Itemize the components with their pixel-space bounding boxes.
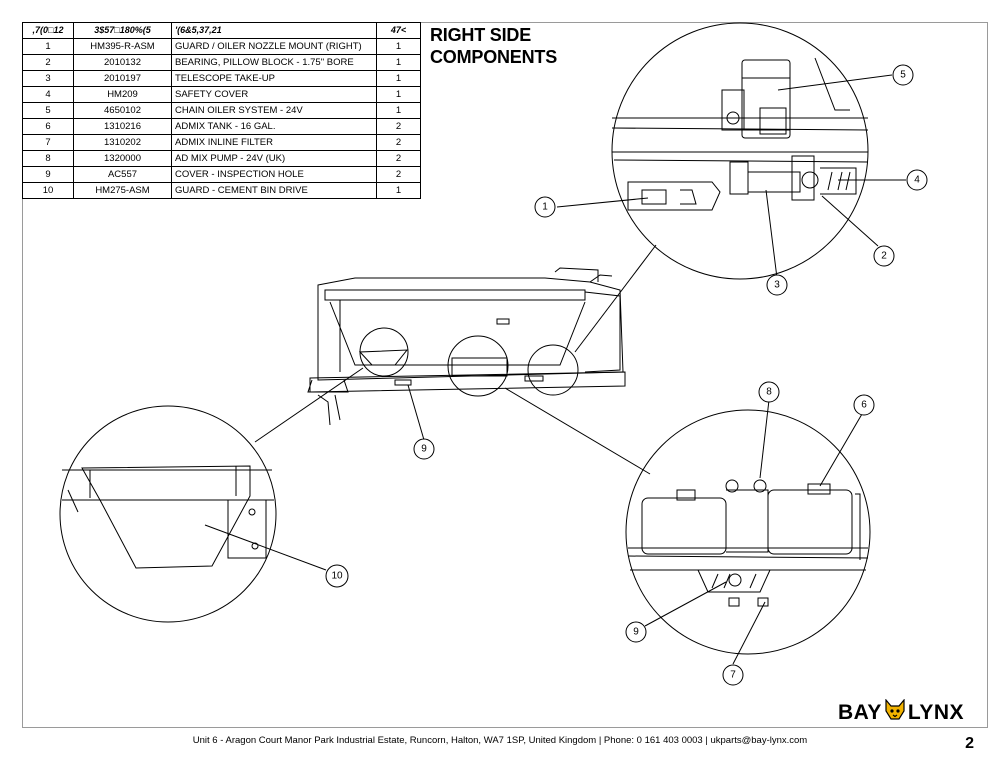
balloon-leader [204, 524, 327, 571]
balloon-4: 4 [906, 169, 928, 191]
balloon-label: 8 [766, 387, 772, 398]
balloon-label: 2 [881, 251, 887, 262]
balloon-3: 3 [766, 274, 788, 296]
balloon-leader [732, 601, 766, 665]
lynx-head-icon [883, 698, 907, 727]
balloon-leader [765, 189, 778, 279]
balloon-leader [821, 195, 879, 247]
balloon-8: 8 [758, 381, 780, 403]
balloon-label: 5 [900, 70, 906, 81]
detail-leader-line [254, 367, 364, 443]
balloon-label: 10 [331, 571, 343, 582]
detail-marker-circle-admix [447, 335, 509, 397]
balloon-7: 7 [722, 664, 744, 686]
detail-view-oiler [611, 22, 869, 280]
balloon-10: 10 [325, 564, 349, 588]
drawing-border [22, 22, 988, 728]
balloon-2: 2 [873, 245, 895, 267]
detail-leader-line [574, 244, 657, 353]
balloon-1: 1 [534, 196, 556, 218]
balloon-label: 6 [861, 400, 867, 411]
balloon-label: 1 [542, 202, 548, 213]
cell-item: 10 [22, 182, 74, 199]
balloon-label: 9 [421, 444, 427, 455]
page-number: 2 [965, 735, 974, 752]
balloon-label: 7 [730, 670, 736, 681]
logo-text-right: LYNX [907, 701, 965, 724]
table-header-row: ,7(0□12 3$57□180%(5 '(6&5,37,21 47< [22, 22, 421, 39]
detail-marker-circle-oiler [527, 344, 579, 396]
logo-text-left: BAY [838, 701, 882, 724]
detail-view-admix-tanks [625, 409, 871, 655]
balloon-9-overview: 9 [413, 438, 435, 460]
balloon-9-admix: 9 [625, 621, 647, 643]
balloon-leader [759, 399, 770, 479]
balloon-5: 5 [892, 64, 914, 86]
page-title: RIGHT SIDE COMPONENTS [430, 24, 557, 68]
detail-view-cement-bin-guard [59, 405, 277, 623]
balloon-leader [819, 413, 863, 487]
balloon-leader [644, 581, 727, 627]
detail-marker-circle-cement-guard [359, 327, 409, 377]
balloon-leader [407, 384, 425, 441]
balloon-label: 4 [914, 175, 920, 186]
title-line-1: RIGHT SIDE [430, 25, 532, 45]
company-logo: BAY LYNX [838, 698, 965, 727]
balloon-label: 3 [774, 280, 780, 291]
footer-address: Unit 6 - Aragon Court Manor Park Industr… [192, 735, 808, 746]
balloon-label: 9 [633, 627, 639, 638]
balloon-leader [777, 74, 893, 91]
title-line-2: COMPONENTS [430, 47, 558, 67]
balloon-6: 6 [853, 394, 875, 416]
balloon-leader [556, 197, 649, 208]
cell-qty: 1 [376, 182, 421, 199]
machine-overview [307, 267, 626, 426]
detail-leader-line [504, 387, 651, 475]
